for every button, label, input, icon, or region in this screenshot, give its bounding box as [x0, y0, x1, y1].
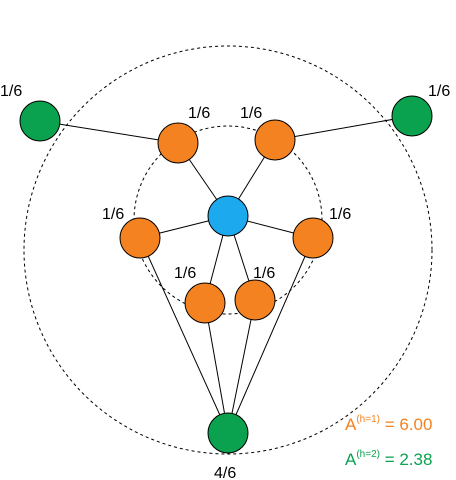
edge-outer-left-inner-top-left [39, 120, 179, 144]
metric-h2-sup: (h=2) [356, 449, 380, 460]
metric-h2: A(h=2) = 2.38 [345, 449, 432, 469]
label-outer-bottom: 4/6 [214, 465, 236, 480]
node-labels: 1/6 1/6 4/6 1/6 1/6 1/6 1/6 1/6 1/6 [0, 83, 450, 480]
label-outer-right: 1/6 [428, 83, 450, 100]
metric-h2-base: A [345, 450, 357, 469]
node-outer-bottom [207, 412, 249, 454]
edge-outer-bottom-inner-bottom-left [204, 302, 229, 434]
label-inner-bottom-right: 1/6 [253, 265, 275, 282]
label-inner-top-left: 1/6 [188, 105, 210, 122]
label-inner-top-right: 1/6 [240, 105, 262, 122]
edge-outer-bottom-inner-left [139, 237, 229, 434]
node-inner-right [292, 217, 334, 259]
edge-outer-right-inner-top-right [274, 115, 413, 141]
outer-dashed-circle [23, 45, 433, 455]
node-inner-bottom-left [184, 282, 226, 324]
node-inner-top-right [254, 119, 296, 161]
nodes [19, 95, 433, 454]
edge-outer-bottom-inner-right [227, 237, 314, 434]
metric-h1-value: = 6.00 [380, 415, 432, 434]
node-outer-left [19, 100, 61, 142]
node-center [207, 195, 249, 237]
node-inner-left [119, 217, 161, 259]
label-inner-left: 1/6 [102, 206, 124, 223]
label-inner-bottom-left: 1/6 [174, 265, 196, 282]
metric-h2-value: = 2.38 [380, 450, 432, 469]
node-outer-right [391, 95, 433, 137]
label-inner-right: 1/6 [329, 206, 351, 223]
metric-h1: A(h=1) = 6.00 [345, 414, 432, 434]
edge-outer-bottom-inner-bottom-right [227, 299, 256, 434]
node-inner-bottom-right [234, 279, 276, 321]
label-outer-left: 1/6 [0, 83, 22, 100]
metric-h1-sup: (h=1) [356, 414, 380, 425]
node-inner-top-left [157, 122, 199, 164]
edges [39, 115, 413, 434]
metric-h1-base: A [345, 415, 357, 434]
